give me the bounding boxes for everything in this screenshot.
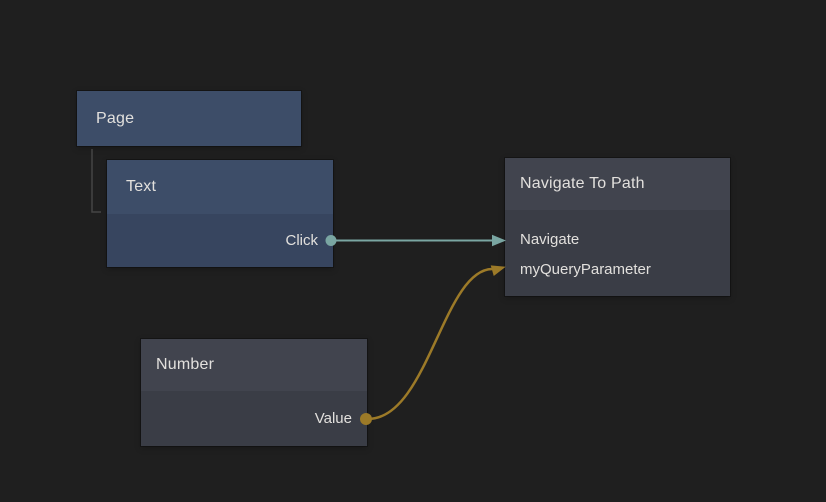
input-port-label-navigate: Navigate (520, 230, 580, 248)
input-port-row-myqueryparameter[interactable]: myQueryParameter (505, 254, 730, 284)
input-port-row-navigate[interactable]: Navigate (505, 224, 730, 254)
node-text[interactable]: Text Click (107, 160, 333, 267)
output-port-label-value: Value (314, 410, 352, 427)
node-text-title: Text (126, 178, 157, 195)
node-navigate-to-path[interactable]: Navigate To Path Navigate myQueryParamet… (505, 158, 730, 296)
node-page[interactable]: Page (77, 91, 301, 146)
node-navigate-to-path-body: Navigate myQueryParameter (505, 210, 730, 296)
node-text-body: Click (107, 214, 333, 267)
node-page-header[interactable]: Page (77, 91, 301, 146)
input-port-label-myqueryparameter: myQueryParameter (520, 260, 651, 278)
node-number-title: Number (156, 356, 215, 373)
node-page-title: Page (96, 109, 135, 127)
output-port-label-click: Click (285, 232, 319, 249)
node-navigate-to-path-header[interactable]: Navigate To Path (505, 158, 730, 210)
node-number-body: Value (141, 391, 367, 446)
arrowhead-navigate-input-icon (492, 234, 506, 247)
tree-elbow-connector (91, 149, 101, 213)
output-port-row-value[interactable]: Value (141, 391, 367, 446)
node-navigate-to-path-title: Navigate To Path (520, 175, 645, 192)
wire-value-myqueryparameter[interactable] (367, 267, 493, 421)
output-port-row-click[interactable]: Click (107, 214, 333, 267)
connection-value-to-myqueryparameter[interactable] (360, 262, 507, 425)
connection-click-to-navigate[interactable] (325, 234, 507, 247)
node-number-header[interactable]: Number (141, 339, 367, 391)
node-text-header[interactable]: Text (107, 160, 333, 214)
node-number[interactable]: Number Value (141, 339, 367, 446)
